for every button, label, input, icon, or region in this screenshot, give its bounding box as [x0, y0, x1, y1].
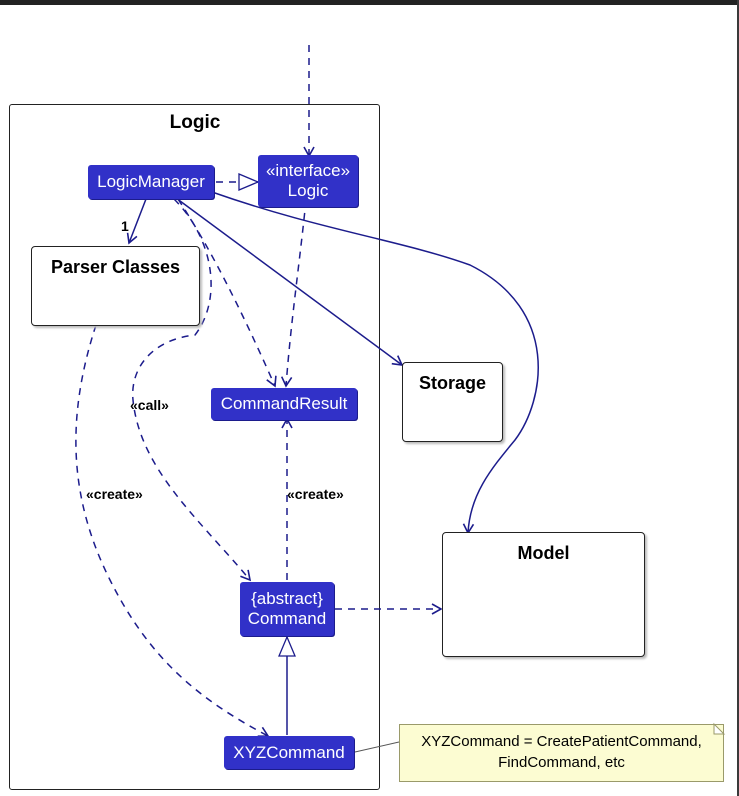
commandresult-label: CommandResult	[220, 394, 348, 413]
multiplicity-label: 1	[121, 218, 129, 234]
xyzcommand-label: XYZCommand	[233, 742, 345, 762]
edge-parser-creates-xyz	[75, 324, 270, 738]
note-line-2: FindCommand, etc	[498, 754, 625, 771]
edge-logicmanager-to-model	[211, 191, 539, 535]
logic-interface-name: Logic	[287, 181, 329, 200]
command-class[interactable]: {abstract} Command	[240, 582, 334, 636]
logic-interface-stereotype: «interface»	[265, 161, 351, 180]
logicmanager-label: LogicManager	[97, 172, 205, 191]
model-title: Model	[517, 543, 570, 563]
logicmanager-class[interactable]: LogicManager	[88, 165, 214, 199]
command-name: Command	[247, 609, 327, 628]
xyzcommand-class[interactable]: XYZCommand	[224, 736, 354, 769]
parser-classes-title: Parser Classes	[50, 257, 181, 277]
right-border	[737, 0, 739, 796]
edge-call-to-command	[132, 198, 252, 582]
create-result-label: «create»	[287, 486, 344, 502]
storage-title: Storage	[418, 373, 487, 393]
edge-logicmanager-to-storage	[175, 197, 404, 366]
edge-logicmanager-to-parser	[126, 198, 147, 245]
call-label: «call»	[130, 397, 169, 413]
note-line-1: XYZCommand = CreatePatientCommand,	[421, 733, 702, 750]
model-class[interactable]: Model	[442, 532, 645, 657]
storage-class[interactable]: Storage	[402, 362, 503, 442]
create-parser-label: «create»	[86, 486, 143, 502]
logic-package-title: Logic	[169, 112, 221, 133]
edge-logic-to-commandresult	[280, 199, 307, 388]
xyzcommand-note: XYZCommand = CreatePatientCommand, FindC…	[399, 724, 724, 782]
commandresult-class[interactable]: CommandResult	[211, 388, 357, 420]
parser-classes-class[interactable]: Parser Classes	[31, 246, 200, 326]
logic-package	[9, 104, 380, 790]
logic-interface-class[interactable]: «interface» Logic	[258, 155, 358, 207]
edge-note-connector	[354, 741, 400, 753]
command-stereotype: {abstract}	[251, 589, 323, 608]
top-border	[0, 0, 739, 5]
